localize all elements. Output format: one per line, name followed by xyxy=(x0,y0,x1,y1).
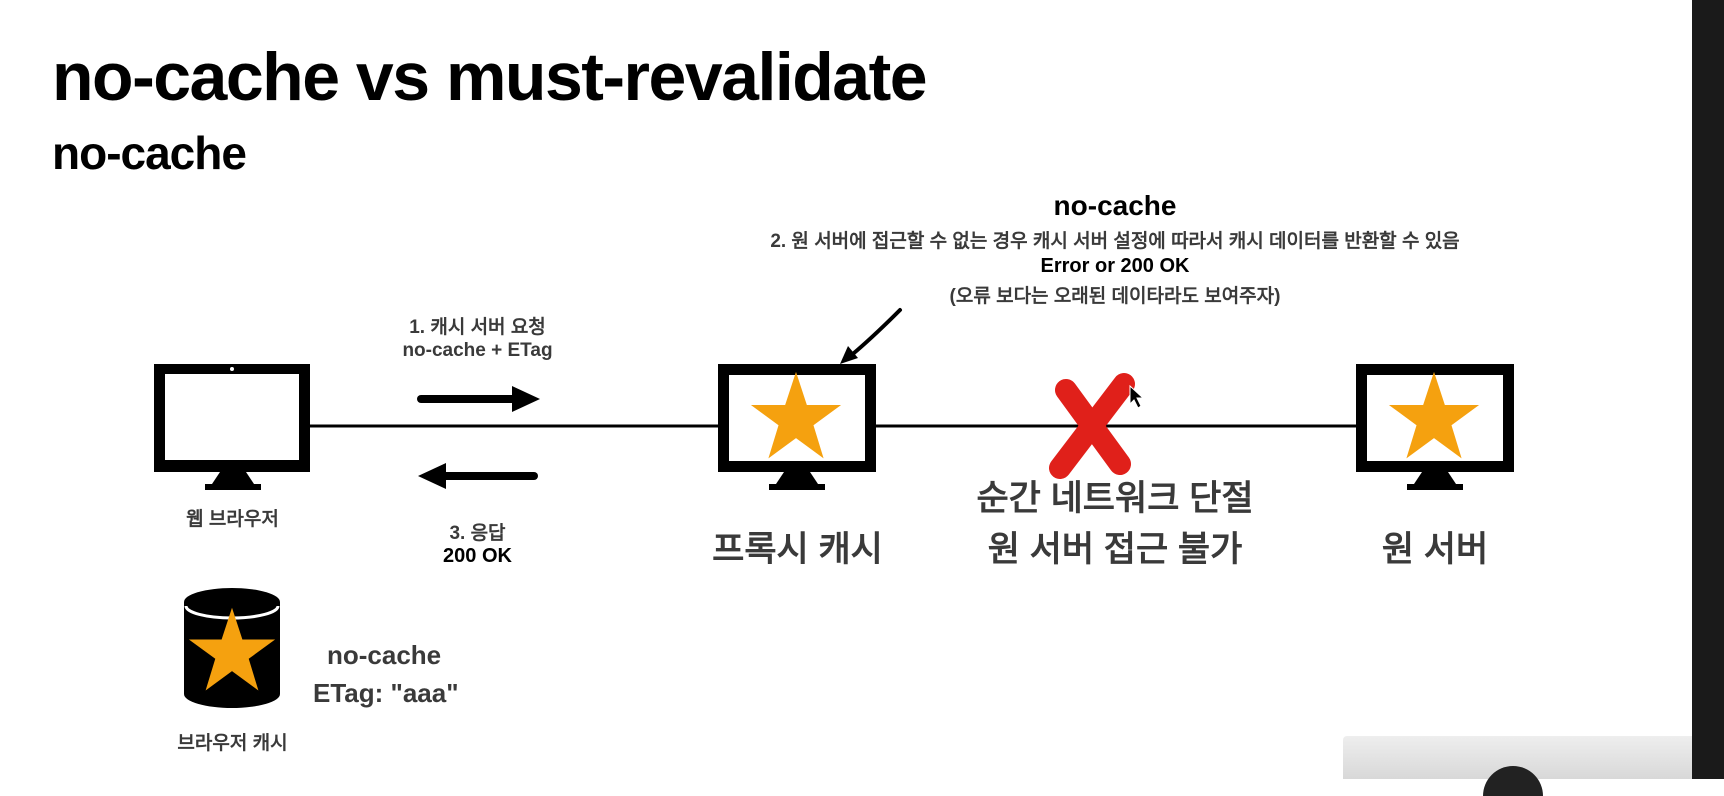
response-label: 3. 응답 xyxy=(449,523,506,544)
cache-diagram xyxy=(154,308,1514,708)
note-line: 2. 원 서버에 접근할 수 없는 경우 캐시 서버 설정에 따라서 캐시 데이… xyxy=(770,231,1460,252)
request-arrow-icon xyxy=(417,386,540,412)
response-arrow-icon xyxy=(418,463,538,489)
proxy-monitor-icon xyxy=(718,364,876,490)
origin-server-label: 원 서버 xyxy=(1381,530,1489,569)
browser-cache-label: 브라우저 캐시 xyxy=(177,733,288,754)
slide-title: no-cache vs must-revalidate xyxy=(52,39,928,115)
slide-subtitle: no-cache xyxy=(52,127,247,179)
request-label: 1. 캐시 서버 요청 xyxy=(409,317,546,338)
webcam-overlay xyxy=(1343,736,1692,796)
note-comment: (오류 보다는 오래된 데이타라도 보여주자) xyxy=(949,286,1281,307)
slide: no-cache vs must-revalidate no-cache xyxy=(52,39,1692,796)
proxy-label: 프록시 캐시 xyxy=(712,530,883,569)
browser-label: 웹 브라우저 xyxy=(186,509,279,530)
pointer-arrow-icon xyxy=(840,308,902,364)
cache-directive: no-cache xyxy=(327,640,442,670)
response-status: 200 OK xyxy=(443,545,512,567)
origin-server-monitor-icon xyxy=(1356,364,1514,490)
cache-etag: ETag: "aaa" xyxy=(313,678,459,708)
mouse-cursor-icon xyxy=(1129,384,1145,409)
screen-edge xyxy=(1692,0,1724,779)
browser-monitor-icon xyxy=(154,364,310,490)
presenter-head xyxy=(1483,766,1543,796)
note-result: Error or 200 OK xyxy=(1040,255,1190,277)
disconnect-cross-icon xyxy=(1049,373,1135,479)
disconnect-line2: 원 서버 접근 불가 xyxy=(987,530,1243,569)
request-headers: no-cache + ETag xyxy=(402,340,553,361)
browser-cache-cylinder-icon xyxy=(184,588,280,708)
note-heading: no-cache xyxy=(1053,190,1177,221)
disconnect-line1: 순간 네트워크 단절 xyxy=(976,479,1254,518)
